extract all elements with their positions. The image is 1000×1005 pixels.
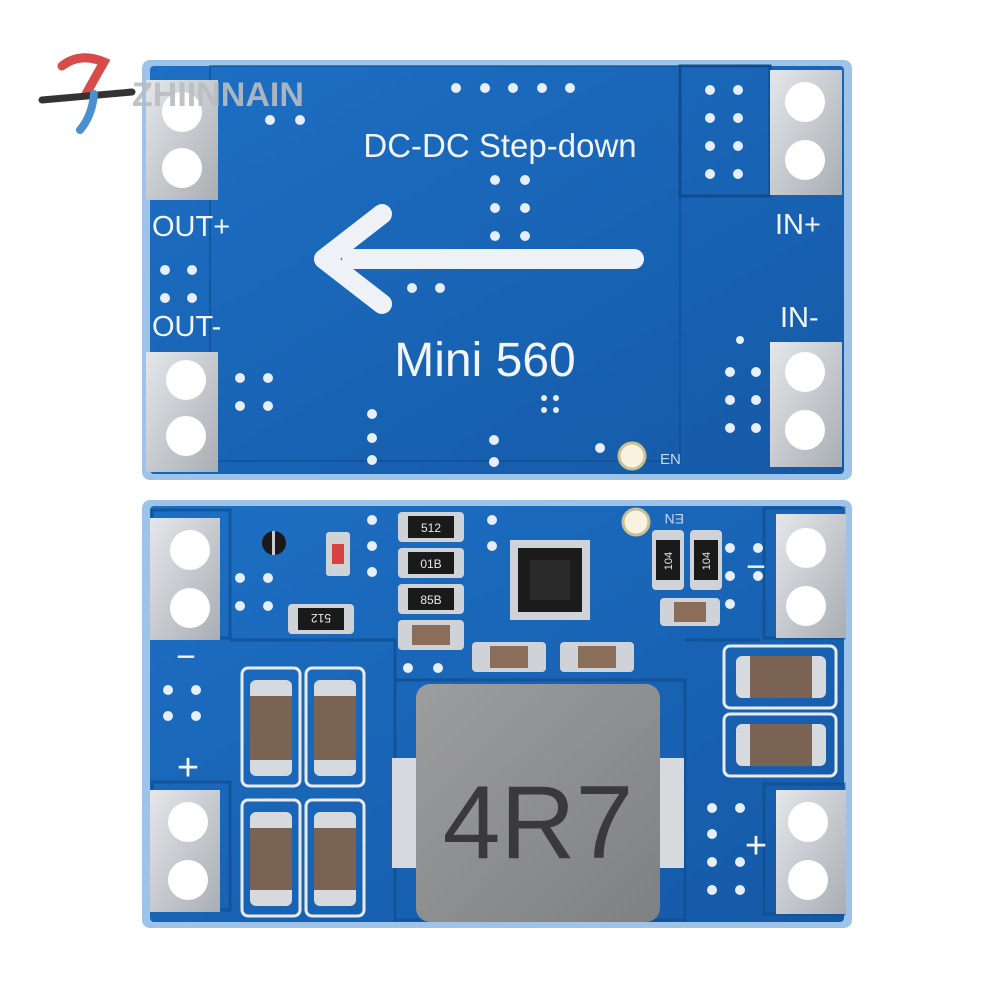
label-plus-left: + — [177, 747, 199, 789]
bottom-board: EN 512 01B 85B 512 — [142, 500, 852, 928]
en-pad-bottom — [621, 507, 651, 537]
resistor-group: 512 01B 85B 512 — [288, 512, 464, 650]
capacitor — [240, 798, 302, 918]
pad-hole — [166, 416, 206, 456]
top-board: DC-DC Step-down Mini 560 OUT+ OUT- IN+ I… — [142, 60, 852, 480]
label-in-minus: IN- — [780, 302, 819, 334]
small-capacitors — [472, 598, 720, 672]
trace-outline — [209, 65, 681, 462]
logo-blue-stroke — [76, 90, 98, 134]
capacitor — [722, 712, 838, 778]
direction-arrow — [314, 204, 644, 314]
inductor-marking: 4R7 — [443, 765, 634, 881]
led — [326, 532, 350, 576]
ceramic-capacitors — [240, 644, 838, 918]
pad-hole — [162, 148, 202, 188]
brand-logo: ZHIINNAIN — [38, 53, 304, 134]
pad-bottom-left-top — [150, 518, 220, 640]
pad-bottom-right-top — [776, 514, 846, 638]
label-in-plus: IN+ — [775, 209, 821, 241]
inductor: 4R7 — [392, 684, 684, 922]
label-plus-right: + — [745, 825, 767, 867]
pad-bottom-left-bottom — [150, 790, 220, 912]
capacitor — [304, 798, 366, 918]
pad-hole — [170, 530, 210, 570]
pad-hole — [785, 82, 825, 122]
capacitor — [240, 666, 302, 788]
top-vias — [160, 83, 761, 467]
board-model: Mini 560 — [394, 334, 575, 387]
diode — [262, 531, 286, 555]
resistor-label: 512 — [421, 521, 441, 535]
pad-in-minus — [770, 342, 842, 467]
pad-out-plus — [146, 80, 218, 200]
label-en: EN — [660, 451, 681, 468]
label-en-bottom: EN — [665, 511, 684, 527]
resistor-label: 512 — [311, 611, 331, 625]
label-out-minus: OUT- — [152, 311, 221, 343]
resistor-label: 85B — [420, 593, 441, 607]
ic-chip — [510, 540, 590, 620]
resistor-label: 104 — [701, 552, 713, 570]
pad-hole — [786, 586, 826, 626]
pad-hole — [166, 360, 206, 400]
resistor-label: 104 — [663, 552, 675, 570]
pad-bottom-right-bottom — [776, 790, 846, 914]
logo-dark-stroke — [38, 88, 136, 104]
pad-hole — [785, 410, 825, 450]
logo-wordmark: ZHIINNAIN — [132, 76, 304, 114]
pad-hole — [786, 528, 826, 568]
right-resistors: 104 104 — [652, 530, 722, 590]
pad-hole — [162, 92, 202, 132]
label-minus-right: − — [746, 548, 766, 586]
pad-in-plus — [770, 70, 842, 195]
pad-hole — [785, 140, 825, 180]
capacitor — [304, 666, 366, 788]
pad-hole — [168, 802, 208, 842]
board-title: DC-DC Step-down — [363, 127, 636, 164]
label-out-plus: OUT+ — [152, 211, 230, 243]
top-board-body — [150, 66, 844, 474]
pad-hole — [788, 802, 828, 842]
resistor-label: 01B — [420, 557, 441, 571]
pad-hole — [788, 860, 828, 900]
logo-red-stroke — [57, 53, 111, 99]
bottom-vias — [163, 515, 763, 895]
capacitor — [722, 644, 838, 710]
pad-hole — [170, 588, 210, 628]
en-pad — [617, 441, 647, 471]
pad-hole — [168, 860, 208, 900]
label-minus-left: − — [176, 638, 196, 676]
pad-hole — [785, 352, 825, 392]
pad-out-minus — [146, 352, 218, 472]
